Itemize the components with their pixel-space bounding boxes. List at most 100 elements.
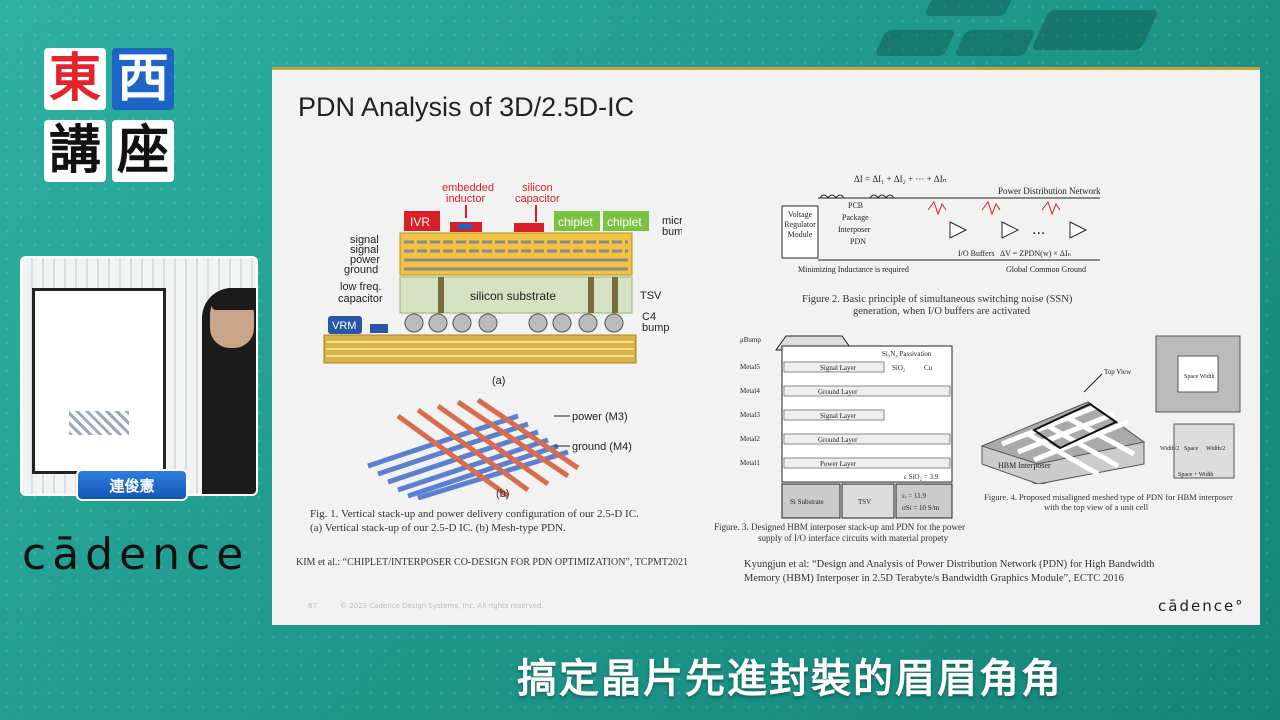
background-tile [923, 0, 1017, 16]
fig1a-c4-bump [578, 313, 598, 333]
fig2-delta-v: ΔV = ZPDN(w) × ΔIₙ [1000, 249, 1071, 258]
fig1a-chiplet-label: chiplet [607, 215, 642, 229]
fig1a-tsv-label: TSV [640, 290, 662, 302]
reference-kyungjun-line1: Kyungjun et al: “Design and Analysis of … [744, 559, 1155, 570]
fig3-eps2: εᵣ = 11.9 [902, 492, 926, 500]
fig3-caption-line1: Figure. 3. Designed HBM interposer stack… [714, 522, 965, 532]
fig1a-vrm-label: VRM [332, 320, 356, 332]
reference-kyungjun: Kyungjun et al: “Design and Analysis of … [744, 558, 1154, 586]
logo-char: 東 [44, 48, 106, 110]
fig1b-mesh [367, 397, 580, 500]
fig2-min-inductance: Minimizing Inductance is required [798, 265, 909, 274]
fig3-tsv-label: TSV [858, 498, 871, 506]
fig1a-ground-label: ground [344, 264, 378, 276]
fig1b-mesh-diagram: power (M3) ground (M4) [367, 397, 632, 500]
fig2-caption-line1: Figure 2. Basic principle of simultaneou… [802, 294, 1073, 305]
fig4-caption-line1: Figure. 4. Proposed misaligned meshed ty… [984, 492, 1233, 502]
fig1a-c4-bump [452, 313, 472, 333]
fig1a-tsv [438, 277, 444, 313]
fig1-caption-line2: (a) Vertical stack-up of our 2.5-D IC. (… [310, 522, 566, 534]
fig1a-inductor-core [458, 224, 472, 229]
fig4-width2: Width/2 [1160, 446, 1179, 452]
fig4-unit-cell-inner [1177, 355, 1219, 393]
fig3-ground-layer: Ground Layer [818, 388, 858, 396]
fig2-buffer [949, 221, 968, 239]
fig3-si-substrate [781, 483, 841, 519]
fig3-power-layer: Power Layer [820, 460, 857, 468]
fig1a-lowfreq-label: low freq. [340, 281, 382, 293]
cadence-wordmark: cādence [22, 529, 250, 580]
fig3-metal5: Metal5 [740, 363, 760, 371]
slide-title: PDN Analysis of 3D/2.5D-IC [298, 92, 635, 122]
fig1a-power-label: power [350, 254, 380, 266]
fig1a-microbump-label: micro- [662, 215, 682, 227]
fig1a-label-inductor: inductor [446, 193, 485, 205]
cadence-logo-slide: cādence° [1158, 597, 1245, 615]
fig2-ssn-diagram: Voltage Regulator Module ΔI = ΔI₁ + ΔI₂ … [781, 174, 1101, 274]
reference-kim: KIM et al.: “CHIPLET/INTERPOSER CO-DESIG… [296, 557, 689, 568]
fig1a-label-embedded: embedded [442, 182, 494, 194]
fig3-metal4: Metal4 [740, 387, 760, 395]
fig4-interposer-side [981, 441, 1145, 484]
fig3-metal1: Metal1 [740, 459, 760, 467]
fig4-mesh [1001, 403, 1136, 477]
fig2-inductor [869, 194, 895, 199]
fig2-delta-i: ΔI = ΔI₁ + ΔI₂ + ··· + ΔIₙ [854, 174, 947, 184]
fig2-caption-line2: generation, when I/O buffers are activat… [853, 306, 1031, 317]
fig3-sio2: SiO₂ [892, 364, 906, 372]
fig4-caption-line2: with the top view of a unit cell [1044, 502, 1149, 512]
fig3-ground-layer2: Ground Layer [818, 436, 858, 444]
logo-char: 講 [44, 120, 106, 182]
fig2-ellipsis: ... [1032, 222, 1045, 238]
fig3-layer [783, 433, 951, 445]
fig1b-power-label: power (M3) [572, 411, 628, 423]
fig4-space-width: Space Width [1184, 374, 1214, 380]
fig1a-capacitor-small [370, 324, 388, 333]
presenter-webcam [20, 256, 258, 496]
slide-copyright: © 2023 Cadence Design Systems, Inc. All … [340, 602, 544, 610]
fig4-pointer [1083, 373, 1103, 393]
fig3-sigma: σSi = 10 S/m [902, 504, 940, 512]
logo-char: 西 [112, 48, 174, 110]
fig2-buffer [1069, 221, 1088, 239]
fig2-caption: Figure 2. Basic principle of simultaneou… [802, 294, 1072, 318]
fig4-unit-cell-top [1155, 335, 1241, 413]
background-tile [953, 30, 1037, 56]
fig1a-substrate-label: silicon substrate [470, 289, 556, 303]
fig2-pdn: PDN [850, 237, 866, 246]
fig2-noise-wave [981, 200, 1001, 216]
fig1a-c4-label2: bump [642, 322, 670, 334]
fig2-vrm-box [781, 205, 819, 259]
fig4-hbm: HBM Interposer [998, 461, 1051, 470]
fig1a-capacitor-block [514, 223, 544, 232]
fig3-caption: Figure. 3. Designed HBM interposer stack… [714, 522, 965, 544]
fig1a-chiplet-label: chiplet [558, 215, 593, 229]
slide-page-number: 67 [308, 602, 317, 610]
reference-kyungjun-line2: Memory (HBM) Interposer in 2.5D Terabyte… [744, 573, 1124, 584]
fig2-interposer: Interposer [838, 225, 871, 234]
fig1a-tsv [612, 277, 618, 313]
fig1a-c4-bump [604, 313, 624, 333]
fig2-inductor [819, 194, 845, 199]
fig4-mesh-diagram: Top View HBM Interposer Space Width Widt… [980, 335, 1241, 484]
video-subtitle: 搞定晶片先進封裝的眉眉角角 [517, 656, 1063, 702]
fig3-signal-layer2: Signal Layer [820, 412, 857, 420]
fig2-package: Package [842, 213, 869, 222]
projection-screen [32, 288, 166, 474]
fig1a-c4-label: C4 [642, 311, 656, 323]
fig1a-vrm-block [328, 316, 362, 334]
background-tile [873, 30, 957, 56]
fig1b-caption-label: (b) [496, 488, 510, 500]
fig1a-label-silicon: silicon [522, 182, 553, 194]
fig2-noise-wave [1041, 200, 1061, 216]
fig2-pcb: PCB [848, 201, 863, 210]
fig3-caption-line2: supply of I/O interface circuits with ma… [758, 533, 949, 543]
fig3-signal-layer: Signal Layer [820, 364, 857, 372]
fig3-tsv [841, 483, 895, 519]
fig1a-c4-bump [552, 313, 572, 333]
fig1a-chiplet-block [603, 211, 649, 231]
fig1a-c4-bump [478, 313, 498, 333]
fig1-caption-line1: Fig. 1. Vertical stack-up and power deli… [310, 508, 639, 520]
background-tile [1030, 10, 1160, 50]
fig4-unit-cell-detail [1173, 423, 1235, 479]
